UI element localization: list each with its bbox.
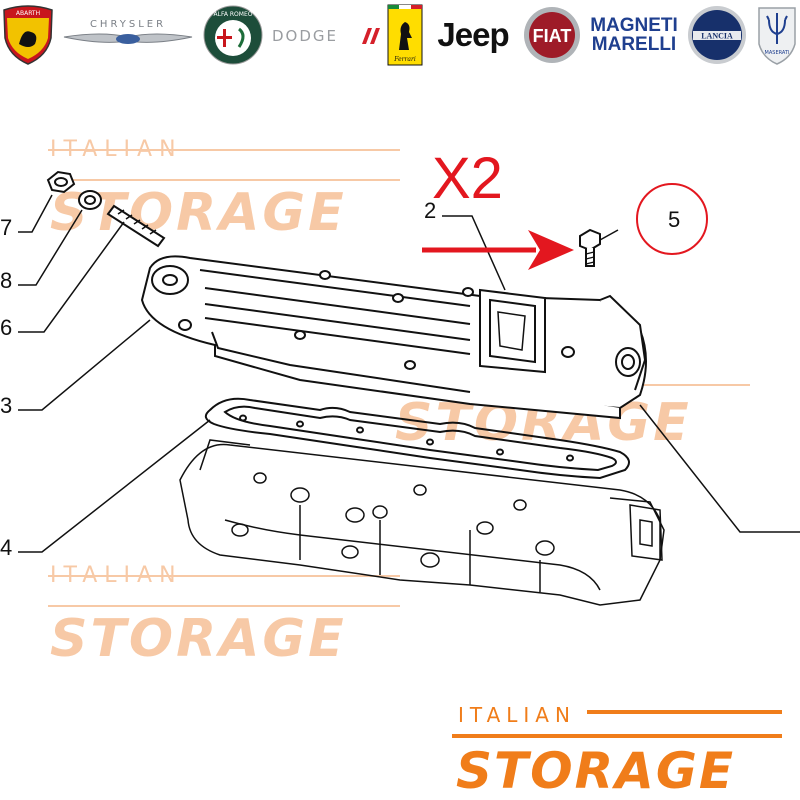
italian-storage-footer-logo: ITALIAN STORAGE: [452, 703, 782, 795]
jeep-wordmark: Jeep: [437, 16, 509, 53]
svg-text:ABARTH: ABARTH: [16, 10, 40, 17]
part-gasket-4: [204, 397, 630, 480]
dodge-wordmark-icon: DODGE: [272, 27, 380, 45]
brand-logo-bar: ABARTH CHRYSLER ALFA ROMEO DODGE: [0, 0, 800, 74]
alfa-romeo-badge-icon: ALFA ROMEO: [203, 5, 263, 65]
maserati-logo: MASERATI: [754, 4, 800, 66]
ferrari-shield-icon: Ferrari: [387, 4, 423, 66]
callout-2: 2: [424, 198, 436, 223]
highlight-circle: [636, 183, 708, 255]
marelli-wordmark: MARELLI: [591, 34, 677, 55]
leader-line-7: [18, 194, 53, 233]
leader-line-extra: [639, 404, 800, 533]
alfa-romeo-logo: ALFA ROMEO: [202, 4, 264, 66]
callout-8: 8: [0, 268, 12, 293]
red-arrow-icon: [422, 230, 574, 270]
svg-text:MASERATI: MASERATI: [765, 50, 790, 56]
leader-line-2: [442, 215, 506, 291]
leader-line-6: [18, 221, 125, 333]
svg-text:ALFA ROMEO: ALFA ROMEO: [214, 11, 253, 18]
chrysler-wings-icon: CHRYSLER: [63, 19, 193, 44]
svg-text:FIAT: FIAT: [533, 26, 572, 46]
leader-line-8: [18, 209, 83, 286]
abarth-logo: ABARTH: [0, 4, 56, 66]
dodge-logo: DODGE: [270, 4, 380, 66]
callout-4: 4: [0, 535, 12, 560]
watermark-bottom: ITALIAN STORAGE: [48, 563, 400, 669]
callout-7: 7: [0, 215, 12, 240]
lancia-badge-icon: LANCIA: [688, 6, 746, 64]
part-washer-8: [78, 190, 102, 210]
watermark-bottom-line1: ITALIAN: [50, 563, 183, 588]
fiat-badge-icon: FIAT: [524, 7, 580, 63]
chrysler-logo: CHRYSLER: [62, 4, 194, 66]
svg-text:CHRYSLER: CHRYSLER: [90, 19, 166, 30]
fiat-logo: FIAT: [522, 4, 582, 66]
watermark-top-line2: STORAGE: [50, 183, 347, 243]
svg-text:DODGE: DODGE: [272, 27, 338, 45]
watermark-top: ITALIAN STORAGE: [48, 137, 400, 243]
footer-brand-line2: STORAGE: [456, 742, 735, 795]
callout-6: 6: [0, 315, 12, 340]
leader-line-3: [18, 319, 151, 411]
watermark-top-line1: ITALIAN: [50, 137, 183, 162]
quantity-label: X2: [432, 146, 503, 211]
watermark-bottom-line2: STORAGE: [50, 609, 347, 669]
leader-line-4: [18, 419, 211, 553]
part-stud-6: [106, 204, 166, 248]
part-screw-5: [579, 228, 601, 267]
leader-line-5: [599, 229, 619, 241]
cylinder-head-casting: [179, 439, 665, 606]
part-head-cover-3: [140, 255, 647, 420]
footer-brand-line1: ITALIAN: [458, 703, 576, 727]
part-nut-7: [46, 170, 76, 194]
svg-text:LANCIA: LANCIA: [701, 32, 733, 41]
ferrari-logo: Ferrari: [385, 4, 425, 66]
magneti-marelli-logo: MAGNETI MARELLI: [588, 4, 680, 66]
jeep-logo: Jeep: [430, 4, 516, 66]
abarth-shield-icon: ABARTH: [3, 5, 53, 65]
lancia-logo: LANCIA: [686, 4, 748, 66]
maserati-trident-icon: MASERATI: [758, 7, 796, 65]
magneti-wordmark: MAGNETI: [590, 15, 678, 36]
callout-3: 3: [0, 393, 12, 418]
callout-5: 5: [668, 207, 680, 232]
svg-text:Ferrari: Ferrari: [393, 56, 416, 63]
leader-lines: [18, 194, 800, 553]
